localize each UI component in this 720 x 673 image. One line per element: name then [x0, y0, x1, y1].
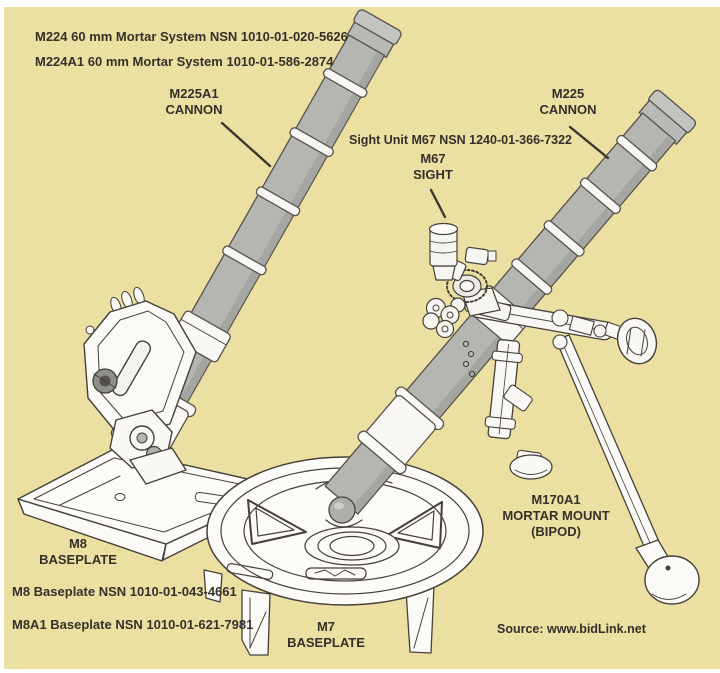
- source-credit: Source: www.bidLink.net: [497, 622, 646, 636]
- leader-m225: [568, 125, 610, 160]
- m170a1-bipod-drawing: [462, 298, 700, 605]
- label-m67-sight: M67 SIGHT: [413, 151, 453, 182]
- leader-m67: [429, 188, 447, 219]
- label-m225-cannon: M225 CANNON: [539, 86, 597, 117]
- tube-ball-joint: [325, 496, 363, 528]
- label-m8-baseplate: M8 BASEPLATE: [39, 536, 117, 567]
- label-m225a1-cannon: M225A1 CANNON: [165, 86, 223, 117]
- leader-m225a1: [220, 121, 272, 168]
- leader-lines: [220, 121, 610, 219]
- label-m7-baseplate: M7 BASEPLATE: [287, 619, 365, 650]
- note-m8a1-nsn: M8A1 Baseplate NSN 1010-01-621-7981: [12, 617, 254, 632]
- m67-sight-drawing: [422, 222, 512, 339]
- m225-cannon-tube: [324, 89, 697, 515]
- label-m170a1-mount: M170A1 MORTAR MOUNT (BIPOD): [502, 492, 610, 539]
- header-note-m224: M224 60 mm Mortar System NSN 1010-01-020…: [35, 29, 348, 44]
- m7-baseplate-drawing: [206, 456, 484, 606]
- header-note-m224a1: M224A1 60 mm Mortar System 1010-01-586-2…: [35, 54, 334, 69]
- carrying-handle-assembly: [83, 286, 197, 485]
- note-sight-unit-nsn: Sight Unit M67 NSN 1240-01-366-7322: [349, 133, 573, 147]
- m7-baseplate-legs: [203, 569, 435, 656]
- right-mortar-illustration: [203, 89, 700, 656]
- note-m8-nsn: M8 Baseplate NSN 1010-01-043-4661: [12, 584, 237, 599]
